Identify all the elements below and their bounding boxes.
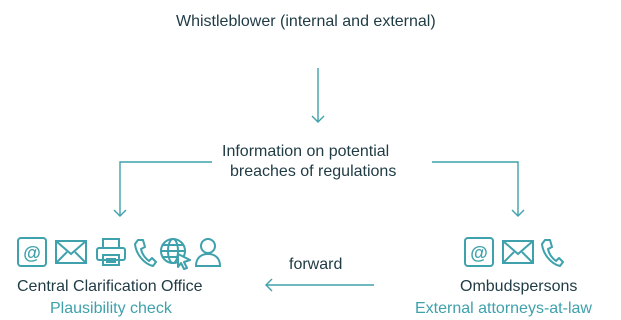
- globe-cursor-icon: [160, 238, 191, 270]
- envelope-icon: [55, 240, 87, 264]
- plausibility-check-label: Plausibility check: [50, 300, 172, 317]
- middle-node-label-line1: Information on potential: [222, 143, 390, 160]
- top-node-label: Whistleblower (internal and external): [176, 13, 436, 30]
- middle-node-label-line2: breaches of regulations: [230, 163, 397, 180]
- person-icon: [194, 238, 222, 267]
- central-clarification-office-label: Central Clarification Office: [17, 278, 203, 295]
- external-attorneys-label: External attorneys-at-law: [415, 300, 592, 317]
- printer-icon: [96, 238, 126, 266]
- ombudspersons-label: Ombudspersons: [460, 278, 578, 295]
- svg-text:@: @: [23, 243, 41, 263]
- envelope-icon: [502, 240, 534, 264]
- phone-icon: [541, 239, 564, 267]
- phone-icon: [134, 239, 157, 267]
- at-sign-icon: @: [464, 237, 494, 267]
- at-sign-icon: @: [17, 237, 47, 267]
- svg-text:@: @: [470, 243, 488, 263]
- forward-label: forward: [289, 256, 343, 273]
